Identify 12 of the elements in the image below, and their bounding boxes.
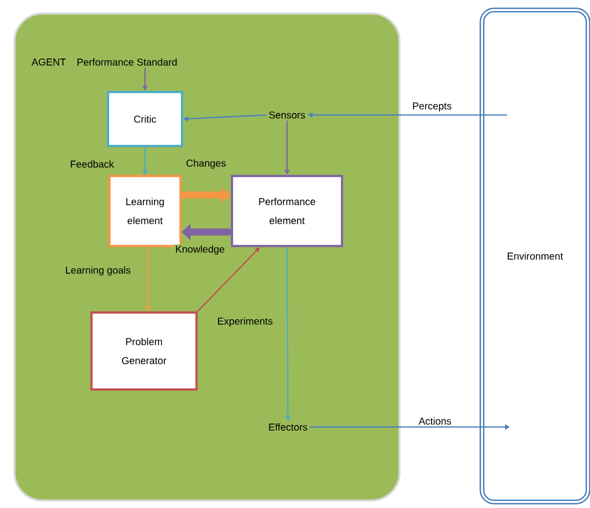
- process-box: Performance element: [230, 174, 344, 248]
- edge-label: Experiments: [216, 316, 274, 328]
- node-label: Performance Standard: [78, 58, 177, 66]
- edge-label: Learning goals: [64, 265, 132, 277]
- edge-label: Actions: [418, 416, 452, 426]
- node-label: Sensors: [269, 111, 305, 119]
- process-box: Critic: [106, 90, 184, 148]
- process-box: Problem Generator: [90, 311, 198, 391]
- arrow: [197, 247, 260, 312]
- environment-box: Environment: [480, 8, 590, 504]
- edge-label: Percepts: [411, 102, 453, 112]
- node-label: Effectors: [269, 423, 308, 431]
